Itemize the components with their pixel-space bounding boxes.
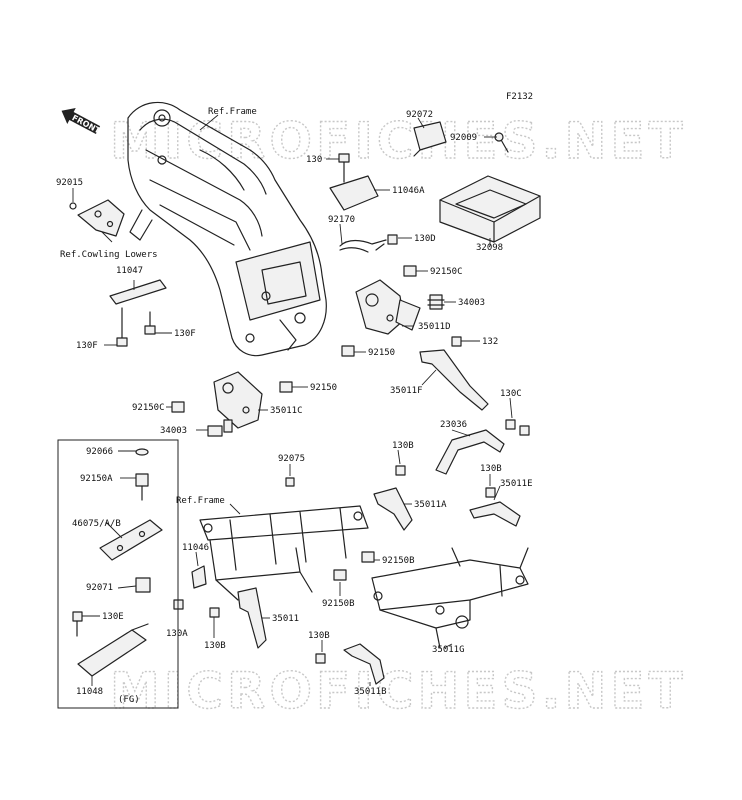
cowling-bracket-part: [69, 199, 125, 237]
label-92170: 92170: [328, 215, 355, 225]
label-92150-mid: 92150: [368, 348, 395, 358]
diagram-code: F2132: [506, 92, 533, 102]
label-92150C-right: 92150C: [430, 267, 463, 277]
pin-34003-right-icon: [427, 294, 445, 310]
bolt-130D-icon: [375, 234, 398, 251]
label-132: 132: [482, 337, 498, 347]
plate-11046-part: [191, 565, 207, 589]
label-92072: 92072: [406, 110, 433, 120]
label-92150B-center: 92150B: [322, 599, 355, 609]
rear-set-35011G-part: [371, 547, 529, 649]
label-11048: 11048: [76, 687, 103, 697]
step-bracket-35011C-part: [213, 371, 263, 429]
label-130F-right: 130F: [174, 329, 196, 339]
label-35011A: 35011A: [414, 500, 447, 510]
label-130A: 130A: [166, 629, 188, 639]
washer-92066-icon: [135, 448, 149, 456]
bracket-35011A-part: [373, 487, 413, 531]
lower-subframe-part: [199, 505, 369, 601]
bolt-92150B-r-icon: [361, 551, 375, 563]
label-35011F: 35011F: [390, 386, 423, 396]
label-35011: 35011: [272, 614, 299, 624]
damper-92071-icon: [135, 577, 151, 593]
bolt-130C-icon: [505, 419, 530, 436]
label-35011G: 35011G: [432, 645, 465, 655]
plug-92075-icon: [285, 477, 295, 487]
bolt-92150A-icon: [135, 473, 149, 501]
label-ref-frame-mid: Ref.Frame: [176, 496, 225, 506]
label-34003-right: 34003: [458, 298, 485, 308]
battery-case-32098-part: [439, 175, 541, 243]
main-frame-part: [127, 101, 327, 357]
label-130-top: 130: [306, 155, 322, 165]
pin-34003-left-icon: [207, 419, 233, 437]
label-35011D: 35011D: [418, 322, 451, 332]
bracket-23036-part: [435, 429, 505, 475]
bracket-92072-part: [413, 121, 447, 157]
bolt-130E-icon: [72, 611, 83, 637]
label-130C: 130C: [500, 389, 522, 399]
bolt-130B-1-icon: [395, 465, 406, 476]
label-35011E: 35011E: [500, 479, 533, 489]
label-130B-1: 130B: [392, 441, 414, 451]
label-92150B-right: 92150B: [382, 556, 415, 566]
label-46075: 46075/A/B: [72, 519, 121, 529]
part-labels: Ref.Frame 92072 92009 130 11046A 92015 R…: [56, 107, 533, 697]
leader-lines: [72, 114, 513, 686]
label-130B-2: 130B: [480, 464, 502, 474]
label-92150A: 92150A: [80, 474, 113, 484]
label-130F-left: 130F: [76, 341, 98, 351]
watermark-bottom: MICROFICHES.NET: [110, 662, 687, 720]
clip-92170-part: [339, 239, 387, 253]
bolt-92150C-left-icon: [171, 401, 185, 413]
bolt-92150-left-icon: [279, 381, 293, 393]
label-130B-4: 130B: [308, 631, 330, 641]
label-11046A: 11046A: [392, 186, 425, 196]
bracket-11048-part: [77, 623, 149, 677]
label-32098: 32098: [476, 243, 503, 253]
label-11047: 11047: [116, 266, 143, 276]
label-92009: 92009: [450, 133, 477, 143]
label-92066: 92066: [86, 447, 113, 457]
label-23036: 23036: [440, 420, 467, 430]
label-ref-frame-top: Ref.Frame: [208, 107, 257, 117]
label-35011C: 35011C: [270, 406, 303, 416]
label-130E: 130E: [102, 612, 124, 622]
label-ref-cowling: Ref.Cowling Lowers: [60, 250, 158, 260]
watermark-top: MICROFICHES.NET: [110, 112, 687, 170]
bolt-132-icon: [451, 336, 462, 347]
plate-46075-part: [99, 519, 163, 561]
label-11046: 11046: [182, 543, 209, 553]
fg-option-box: [57, 439, 179, 709]
label-92150-left: 92150: [310, 383, 337, 393]
bolt-92150B-c-icon: [333, 569, 347, 581]
fg-box-label: (FG): [118, 695, 140, 705]
bracket-35011B-part: [343, 643, 385, 685]
front-arrow-icon: FRONT: [61, 108, 102, 136]
label-92150C-left: 92150C: [132, 403, 165, 413]
front-arrow-label: FRONT: [70, 113, 102, 136]
label-130D: 130D: [414, 234, 436, 244]
bracket-35011F-part: [419, 349, 489, 411]
bolt-92150-mid-icon: [341, 345, 355, 357]
bracket-11047-part: [109, 279, 167, 347]
step-bracket-35011D-part: [355, 279, 421, 335]
label-34003-left: 34003: [160, 426, 187, 436]
label-130B-3: 130B: [204, 641, 226, 651]
bolt-130B-right-icon: [485, 487, 496, 498]
bracket-11046A-part: [329, 153, 379, 211]
bracket-35011-part: [237, 587, 267, 649]
bolt-130B-3-icon: [209, 607, 220, 618]
bolt-130B-4-icon: [315, 653, 326, 664]
bracket-35011E-part: [469, 501, 521, 527]
label-92075: 92075: [278, 454, 305, 464]
label-92071: 92071: [86, 583, 113, 593]
label-92015: 92015: [56, 178, 83, 188]
bolt-92150C-right-icon: [403, 265, 417, 277]
label-35011B: 35011B: [354, 687, 387, 697]
